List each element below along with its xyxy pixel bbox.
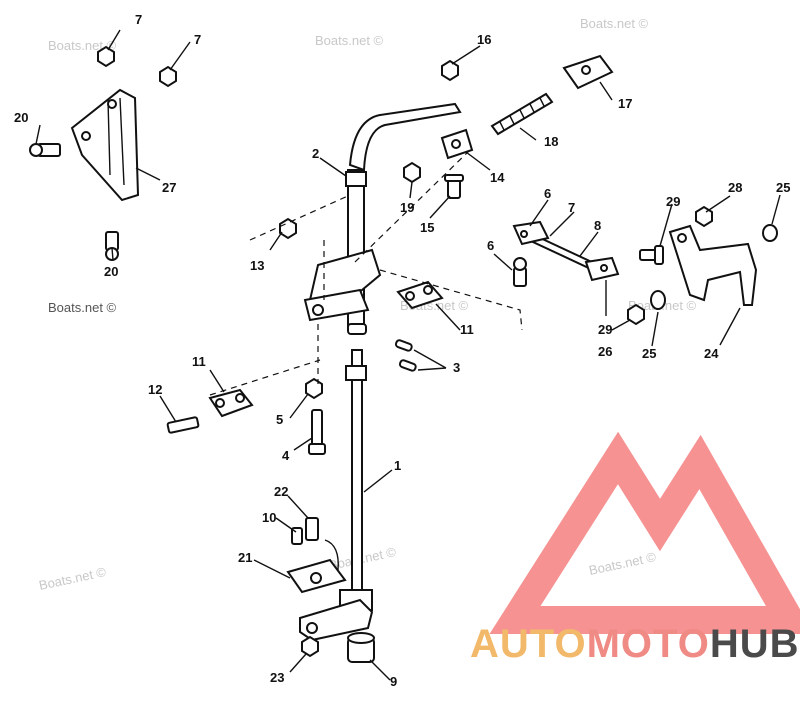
watermark: Boats.net © [48, 38, 117, 53]
callout-16: 16 [477, 32, 491, 47]
callout-7: 7 [194, 32, 201, 47]
watermark: Boats.net © [588, 549, 658, 578]
callout-26: 26 [598, 344, 612, 359]
lower-lever [299, 598, 374, 642]
callout-19: 19 [400, 200, 414, 215]
nut-16 [441, 59, 459, 82]
callout-22: 22 [274, 484, 288, 499]
nut-13 [279, 217, 297, 240]
bracket-24 [668, 224, 758, 306]
nut-7 [97, 45, 115, 68]
nut-28 [695, 205, 713, 228]
watermark: Boats.net © [315, 33, 384, 48]
clamp-11 [208, 388, 254, 418]
ball-stud-6 [513, 257, 527, 287]
callout-1: 1 [394, 458, 401, 473]
callout-9: 9 [390, 674, 397, 689]
callout-7: 7 [568, 200, 575, 215]
watermark: Boats.net © [48, 300, 117, 315]
logo-text-auto: AUTO [470, 622, 587, 666]
screw-10 [291, 527, 303, 545]
callout-3: 3 [453, 360, 460, 375]
callout-6: 6 [487, 238, 494, 253]
washer-25b [650, 290, 666, 310]
callout-5: 5 [276, 412, 283, 427]
logo-mark [489, 431, 800, 634]
shaft-1 [339, 102, 462, 614]
watermark: Boats.net © [580, 16, 649, 31]
bushing-9 [347, 632, 375, 663]
pin-3b [398, 359, 417, 372]
callout-25: 25 [642, 346, 656, 361]
callout-12: 12 [148, 382, 162, 397]
bracket-21 [286, 539, 347, 594]
callout-29: 29 [598, 322, 612, 337]
lever-arm [303, 248, 382, 322]
callouts: 7 7 16 20 17 2 18 27 14 19 15 28 25 6 7 … [14, 12, 790, 689]
callout-27: 27 [162, 180, 176, 195]
screw-22 [305, 517, 319, 541]
screw-15 [444, 174, 464, 199]
pin-3 [394, 339, 413, 352]
screw-12 [166, 416, 200, 434]
callout-4: 4 [282, 448, 290, 463]
callout-13: 13 [250, 258, 264, 273]
callout-7: 7 [135, 12, 142, 27]
rod-18 [490, 92, 554, 136]
callout-20: 20 [104, 264, 118, 279]
callout-21: 21 [238, 550, 252, 565]
callout-17: 17 [618, 96, 632, 111]
callout-11: 11 [460, 322, 474, 337]
callout-6: 6 [544, 186, 551, 201]
block-17 [562, 54, 614, 90]
bolt-4 [308, 409, 326, 455]
link-rod-8 [512, 220, 620, 282]
callout-29: 29 [666, 194, 680, 209]
clamp-11b [396, 280, 444, 310]
connector-14 [440, 128, 474, 160]
callout-18: 18 [544, 134, 558, 149]
watermark: Boats.net © [38, 564, 108, 593]
logo-text-moto: MOTO [586, 622, 710, 666]
callout-28: 28 [728, 180, 742, 195]
logo-wordmark: AUTOMOTOHUB [470, 622, 800, 666]
bracket-27 [70, 88, 140, 202]
callout-15: 15 [420, 220, 434, 235]
washer-25 [762, 224, 778, 242]
callout-14: 14 [490, 170, 505, 185]
callout-25: 25 [776, 180, 790, 195]
callout-8: 8 [594, 218, 601, 233]
stud-20 [29, 143, 61, 157]
nut-5 [305, 377, 323, 400]
callout-11: 11 [192, 354, 206, 369]
nut-23 [301, 635, 319, 658]
callout-2: 2 [312, 146, 319, 161]
nut-26 [627, 303, 645, 326]
callout-24: 24 [704, 346, 719, 361]
callout-10: 10 [262, 510, 276, 525]
stud-29 [639, 245, 664, 265]
leader-lines [35, 29, 781, 681]
nut-19 [403, 161, 421, 184]
callout-20: 20 [14, 110, 28, 125]
callout-23: 23 [270, 670, 284, 685]
logo-text-hub: HUB [709, 622, 800, 666]
nut-7b [159, 65, 177, 88]
